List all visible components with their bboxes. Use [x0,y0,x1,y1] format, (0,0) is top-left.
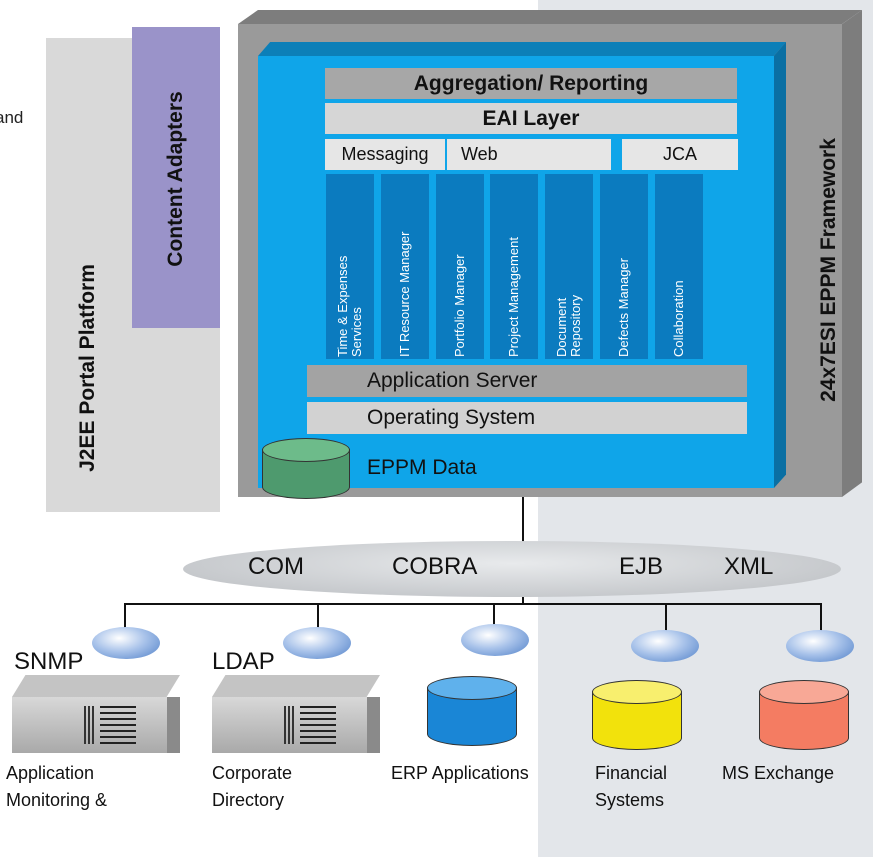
ldap-desc-line1: Corporate [212,763,293,783]
framework-top-face [238,10,862,24]
messaging-box: Messaging [325,139,445,170]
bus-protocol-ejb: EJB [619,553,664,580]
snmp-label: SNMP [14,648,84,675]
bus-protocol-xml: XML [724,553,774,580]
server-side [167,697,180,753]
server-slots [84,706,96,744]
service-column-collaboration: Collaboration [655,174,703,359]
ldap-label: LDAP [212,648,275,675]
service-column-document-repo: Document Repository [545,174,593,359]
network-node [92,627,160,659]
network-node [283,627,351,659]
framework-side-face [842,10,862,497]
aggregation-reporting-layer: Aggregation/ Reporting [325,68,737,99]
framework-label: 24x7ESI EPPM Framework [817,138,840,402]
framework-bus-connector [522,497,524,542]
network-node [461,624,529,656]
branch-line [820,603,822,633]
branch-line [665,603,667,633]
service-label: Document Repository [554,294,583,357]
server-top [12,675,180,697]
branch-line [124,603,126,633]
service-column-it-resource: IT Resource Manager [381,174,429,359]
eai-layer: EAI Layer [325,103,737,134]
jca-box: JCA [622,139,738,170]
service-column-time-expenses: Time & Expenses Services [326,174,374,359]
integration-bus [183,541,841,597]
blue-panel-side-face [774,42,786,488]
financial-desc-line2: Systems [595,790,665,810]
exchange-database-top [759,680,849,704]
server-top [212,675,380,697]
service-column-portfolio: Portfolio Manager [436,174,484,359]
server-side [367,697,380,753]
content-adapters: Content Adapters [132,27,220,328]
service-label: Collaboration [671,279,686,357]
application-server-layer: Application Server [307,365,747,397]
erp-label: ERP Applications [391,763,529,783]
content-adapters-label: Content Adapters [164,91,187,267]
operating-system-layer: Operating System [307,402,747,434]
distribution-line [124,603,822,605]
erp-database-top [427,676,517,700]
server-slots [284,706,296,744]
financial-database-top [592,680,682,704]
service-label: IT Resource Manager [397,231,412,357]
branch-line [493,603,495,629]
service-label: Defects Manager [616,257,631,357]
branch-line [317,603,319,633]
exchange-label: MS Exchange [722,763,835,783]
service-column-project-mgmt: Project Management [490,174,538,359]
server-grille [300,706,336,744]
bus-protocol-com: COM [248,553,304,580]
service-label: Project Management [506,236,521,357]
network-node [786,630,854,662]
web-box: Web [447,139,611,170]
bus-protocol-cobra: COBRA [392,553,478,580]
blue-panel-top-face [258,42,786,56]
cut-off-text: and [0,108,24,127]
server-grille [100,706,136,744]
network-node [631,630,699,662]
service-label: Portfolio Manager [452,253,467,357]
j2ee-label: J2EE Portal Platform [76,264,99,472]
bus-drop-connector [522,597,524,605]
service-column-defects: Defects Manager [600,174,648,359]
eppm-data-cylinder-top [262,438,350,462]
service-label: Time & Expenses Services [335,255,364,357]
snmp-desc-line2: Monitoring & [6,790,108,810]
eppm-data-label: EPPM Data [367,456,477,479]
ldap-desc-line2: Directory [212,790,285,810]
financial-desc-line1: Financial [595,763,668,783]
snmp-desc-line1: Application [6,763,95,783]
